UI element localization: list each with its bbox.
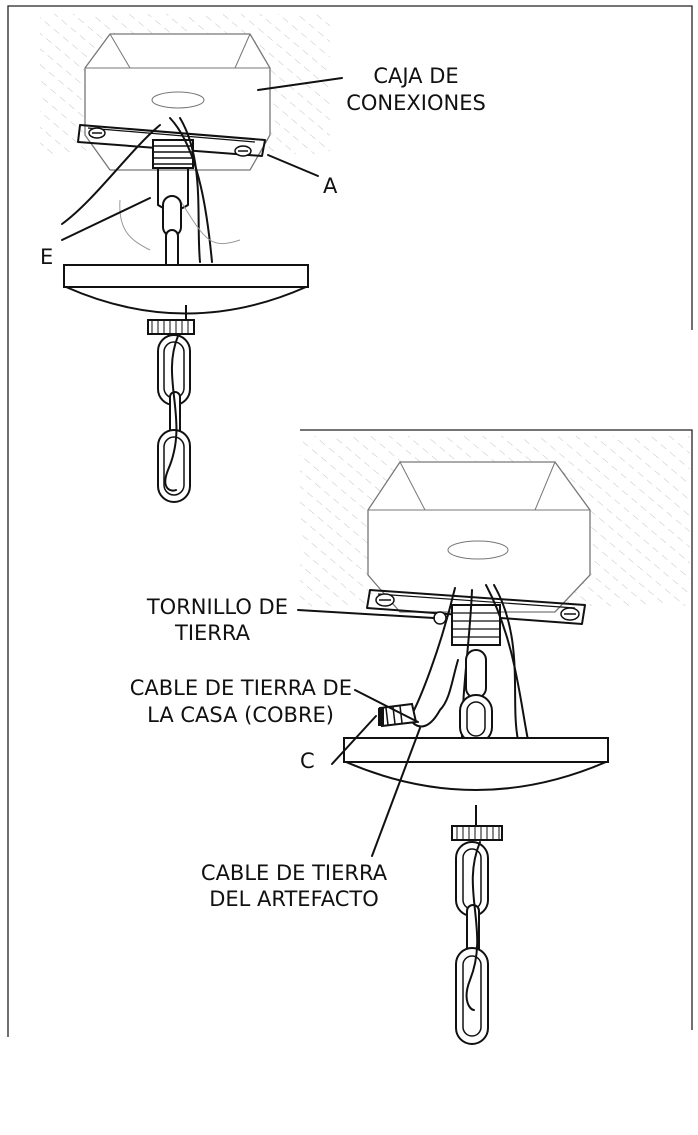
- bottom-frame: [300, 429, 693, 1030]
- house-ground-label-line2: LA CASA (COBRE): [147, 703, 334, 727]
- top-canopy: [63, 264, 309, 322]
- ground-screw-leader: [297, 609, 435, 619]
- wire-nut-label: C: [300, 749, 315, 773]
- mounting-bracket-bottom: [366, 589, 586, 625]
- bottom-chain-lower: [455, 841, 489, 1045]
- house-ground-leader: [354, 689, 419, 723]
- threaded-pipe-leader: [61, 197, 151, 241]
- top-chain-upper: [162, 195, 182, 271]
- bracket-leader: [267, 154, 319, 177]
- wire-nut-leader: [331, 715, 377, 765]
- ground-screw-label-line1: TORNILLO DE: [146, 595, 288, 619]
- bracket-label: A: [323, 174, 338, 198]
- fixture-ground-label-line2: DEL ARTEFACTO: [209, 887, 379, 911]
- top-frame: [7, 5, 693, 1037]
- bottom-chain-upper: [459, 649, 493, 744]
- junction-box-label-line1: CAJA DE: [373, 64, 458, 88]
- threaded-pipe-bottom: [451, 604, 501, 646]
- top-knurl-nut: [147, 319, 195, 335]
- wire-nut: [378, 702, 418, 728]
- bottom-diagram: TORNILLO DE TIERRA CABLE DE TIERRA DE LA…: [130, 429, 693, 1045]
- junction-box-bottom: [367, 461, 591, 613]
- junction-box-label-line2: CONEXIONES: [346, 91, 486, 115]
- bottom-knurl-nut: [451, 825, 503, 841]
- ground-screw-label-line2: TIERRA: [174, 621, 251, 645]
- top-diagram: CAJA DE CONEXIONES A E: [7, 5, 693, 1037]
- junction-box-leader: [257, 77, 343, 91]
- fixture-ground-leader: [371, 727, 421, 857]
- house-ground-label-line1: CABLE DE TIERRA DE: [130, 676, 352, 700]
- mounting-bracket: [77, 124, 266, 157]
- threaded-pipe-label: E: [40, 245, 53, 269]
- bottom-canopy: [343, 737, 609, 828]
- fixture-ground-label-line1: CABLE DE TIERRA: [201, 861, 388, 885]
- top-chain-lower: [157, 334, 191, 503]
- top-wires: [61, 117, 241, 263]
